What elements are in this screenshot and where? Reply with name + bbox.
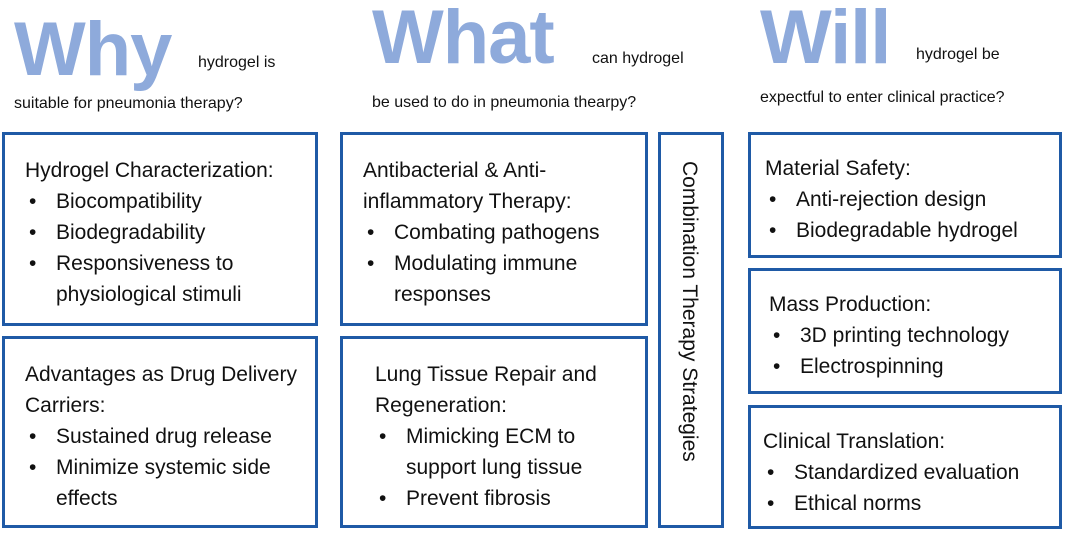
combination-therapy-box: Combination Therapy Strategies: [658, 132, 724, 528]
lung-tissue-repair-box: Lung Tissue Repair and Regeneration: Mim…: [340, 336, 648, 528]
drug-delivery-carriers-box: Advantages as Drug Delivery Carriers: Su…: [2, 336, 318, 528]
list-item: Sustained drug release: [25, 421, 305, 452]
list-item: Standardized evaluation: [763, 457, 1049, 488]
list-item: Biocompatibility: [25, 186, 305, 217]
list-item: Prevent fibrosis: [375, 483, 635, 514]
why-heading: Why: [14, 7, 172, 92]
bullet-list: 3D printing technology Electrospinning: [769, 320, 1049, 382]
what-subtitle-line2: be used to do in pneumonia thearpy?: [372, 94, 637, 111]
box-heading: Antibacterial & Anti-inflammatory Therap…: [363, 159, 572, 213]
combination-therapy-label: Combination Therapy Strategies: [678, 161, 701, 462]
list-item: Responsiveness to physiological stimuli: [25, 248, 305, 310]
box-heading: Mass Production:: [769, 293, 932, 316]
list-item: Electrospinning: [769, 351, 1049, 382]
list-item: Biodegradable hydrogel: [765, 215, 1049, 246]
list-item: 3D printing technology: [769, 320, 1049, 351]
antibacterial-therapy-box: Antibacterial & Anti-inflammatory Therap…: [340, 132, 648, 326]
box-heading: Hydrogel Characterization:: [25, 159, 274, 182]
box-heading: Lung Tissue Repair and Regeneration:: [375, 363, 597, 417]
mass-production-box: Mass Production: 3D printing technology …: [748, 268, 1062, 394]
box-heading: Advantages as Drug Delivery Carriers:: [25, 363, 297, 417]
list-item: Combating pathogens: [363, 217, 635, 248]
bullet-list: Sustained drug release Minimize systemic…: [25, 421, 305, 514]
hydrogel-characterization-box: Hydrogel Characterization: Biocompatibil…: [2, 132, 318, 326]
what-heading: What: [372, 0, 555, 80]
clinical-translation-box: Clinical Translation: Standardized evalu…: [748, 405, 1062, 529]
material-safety-box: Material Safety: Anti-rejection design B…: [748, 132, 1062, 258]
bullet-list: Combating pathogens Modulating immune re…: [363, 217, 635, 310]
box-heading: Clinical Translation:: [763, 430, 946, 453]
will-subtitle-line1: hydrogel be: [916, 46, 1000, 63]
will-heading: Will: [760, 0, 891, 80]
list-item: Ethical norms: [763, 488, 1049, 519]
bullet-list: Standardized evaluation Ethical norms: [763, 457, 1049, 519]
why-subtitle-line1: hydrogel is: [198, 54, 276, 71]
box-heading: Material Safety:: [765, 157, 911, 180]
list-item: Modulating immune responses: [363, 248, 635, 310]
list-item: Biodegradability: [25, 217, 305, 248]
bullet-list: Anti-rejection design Biodegradable hydr…: [765, 184, 1049, 246]
why-subtitle-line2: suitable for pneumonia therapy?: [14, 95, 243, 112]
what-subtitle-line1: can hydrogel: [592, 50, 684, 67]
list-item: Mimicking ECM to support lung tissue: [375, 421, 635, 483]
list-item: Minimize systemic side effects: [25, 452, 305, 514]
bullet-list: Biocompatibility Biodegradability Respon…: [25, 186, 305, 310]
will-subtitle-line2: expectful to enter clinical practice?: [760, 89, 1005, 106]
bullet-list: Mimicking ECM to support lung tissue Pre…: [375, 421, 635, 514]
list-item: Anti-rejection design: [765, 184, 1049, 215]
